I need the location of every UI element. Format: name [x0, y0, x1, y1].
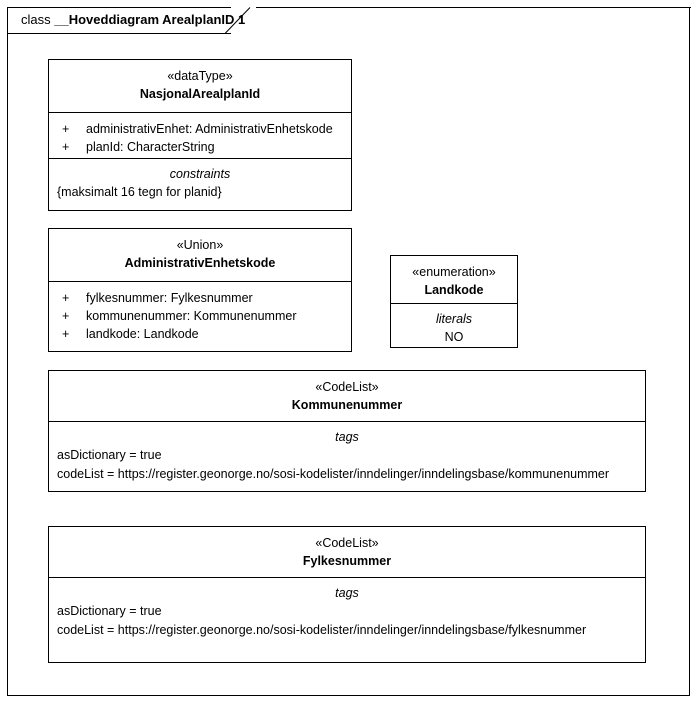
- class-name: Kommunenummer: [291, 398, 403, 412]
- diagram-title-keyword: class: [21, 12, 51, 27]
- attribute-visibility: +: [62, 122, 70, 136]
- class-name: AdministrativEnhetskode: [124, 256, 276, 270]
- class-tags-fylkesnummer: tags asDictionary = true codeList = http…: [49, 578, 645, 664]
- class-header-landkode: «enumeration» Landkode: [391, 256, 517, 304]
- frame-top-border: [256, 7, 691, 8]
- compartment-title: constraints: [169, 167, 231, 181]
- attribute-visibility: +: [62, 309, 70, 323]
- attribute-visibility: +: [62, 140, 70, 154]
- tag-line: codeList = https://register.geonorge.no/…: [57, 467, 610, 481]
- class-box-landkode[interactable]: «enumeration» Landkode literals NO: [390, 255, 518, 348]
- class-stereotype: «enumeration»: [412, 265, 496, 279]
- class-box-fylkesnummer[interactable]: «CodeList» Fylkesnummer tags asDictionar…: [48, 526, 646, 663]
- tag-line: asDictionary = true: [57, 604, 162, 618]
- diagram-title-tab: class __Hoveddiagram ArealplanID 1: [7, 7, 255, 34]
- attribute-visibility: +: [62, 327, 70, 341]
- literal-value: NO: [444, 330, 464, 344]
- class-box-kommunenummer[interactable]: «CodeList» Kommunenummer tags asDictiona…: [48, 370, 646, 492]
- compartment-title: tags: [335, 586, 359, 600]
- compartment-title: tags: [335, 430, 359, 444]
- class-header-administrativenhetskode: «Union» AdministrativEnhetskode: [49, 229, 351, 282]
- attribute-row: + planId: CharacterString: [55, 138, 345, 156]
- attribute-label: planId: CharacterString: [86, 140, 215, 154]
- class-name: Landkode: [424, 283, 484, 297]
- tab-top-border: [7, 7, 231, 8]
- tag-line: codeList = https://register.geonorge.no/…: [57, 623, 587, 637]
- class-name: Fylkesnummer: [302, 554, 392, 568]
- class-attributes-administrativenhetskode: + fylkesnummer: Fylkesnummer + kommunenu…: [49, 282, 351, 352]
- class-box-administrativenhetskode[interactable]: «Union» AdministrativEnhetskode + fylkes…: [48, 228, 352, 352]
- attribute-row: + administrativEnhet: AdministrativEnhet…: [55, 120, 345, 138]
- tab-bottom-border: [7, 33, 231, 34]
- attribute-row: + fylkesnummer: Fylkesnummer: [55, 289, 345, 307]
- class-tags-kommunenummer: tags asDictionary = true codeList = http…: [49, 422, 645, 493]
- class-literals-landkode: literals NO: [391, 304, 517, 349]
- attribute-label: landkode: Landkode: [86, 327, 199, 341]
- class-box-nasjonalarealplanid[interactable]: «dataType» NasjonalArealplanId + adminis…: [48, 59, 352, 211]
- attribute-label: administrativEnhet: AdministrativEnhetsk…: [86, 122, 333, 136]
- class-header-fylkesnummer: «CodeList» Fylkesnummer: [49, 527, 645, 578]
- class-stereotype: «CodeList»: [315, 380, 379, 394]
- attribute-visibility: +: [62, 291, 70, 305]
- class-attributes-nasjonalarealplanid: + administrativEnhet: AdministrativEnhet…: [49, 113, 351, 159]
- diagram-title-name: __Hoveddiagram ArealplanID 1: [54, 12, 246, 27]
- attribute-row: + kommunenummer: Kommunenummer: [55, 307, 345, 325]
- attribute-label: kommunenummer: Kommunenummer: [86, 309, 297, 323]
- class-header-nasjonalarealplanid: «dataType» NasjonalArealplanId: [49, 60, 351, 113]
- class-stereotype: «Union»: [176, 238, 224, 252]
- class-name: NasjonalArealplanId: [139, 87, 261, 101]
- tab-diagonal-edge: [225, 7, 257, 34]
- tag-line: asDictionary = true: [57, 448, 162, 462]
- class-constraints-nasjonalarealplanid: constraints {maksimalt 16 tegn for plani…: [49, 159, 351, 210]
- diagram-title: class __Hoveddiagram ArealplanID 1: [21, 11, 245, 29]
- class-header-kommunenummer: «CodeList» Kommunenummer: [49, 371, 645, 422]
- class-stereotype: «CodeList»: [315, 536, 379, 550]
- class-stereotype: «dataType»: [167, 69, 233, 83]
- constraint-line: {maksimalt 16 tegn for planid}: [57, 185, 222, 199]
- attribute-label: fylkesnummer: Fylkesnummer: [86, 291, 253, 305]
- compartment-title: literals: [435, 312, 473, 326]
- attribute-row: + landkode: Landkode: [55, 325, 345, 343]
